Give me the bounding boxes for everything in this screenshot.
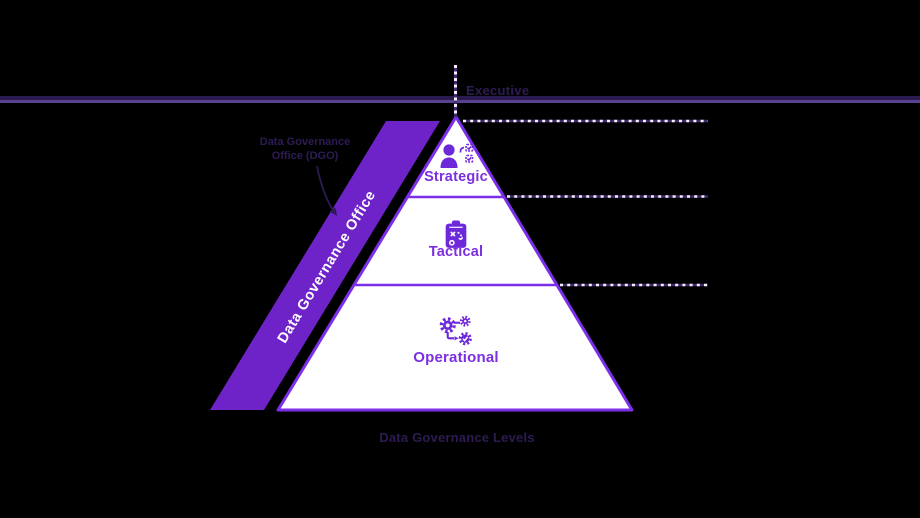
office-banner-shape (210, 121, 440, 410)
gears-workflow-icon (436, 315, 478, 348)
executive-label: Executive (466, 83, 530, 98)
office-annotation: Data Governance Office (DGO) (238, 135, 372, 164)
diagram-caption: Data Governance Levels (379, 430, 535, 445)
annotation-arrow (316, 165, 337, 216)
level-label-tactical: Tactical (428, 244, 484, 260)
pyramid-shape (276, 115, 634, 412)
horizontal-rule (0, 96, 920, 103)
person-checklist-icon (438, 141, 476, 173)
level-label-operational: Operational (413, 349, 499, 366)
office-annotation-line1: Data Governance (259, 136, 351, 148)
office-annotation-line2: Office (DGO) (271, 150, 339, 163)
vertical-dotted-guide (454, 65, 457, 117)
level-label-strategic: Strategic (424, 169, 488, 185)
clipboard-tactics-icon (441, 219, 471, 250)
